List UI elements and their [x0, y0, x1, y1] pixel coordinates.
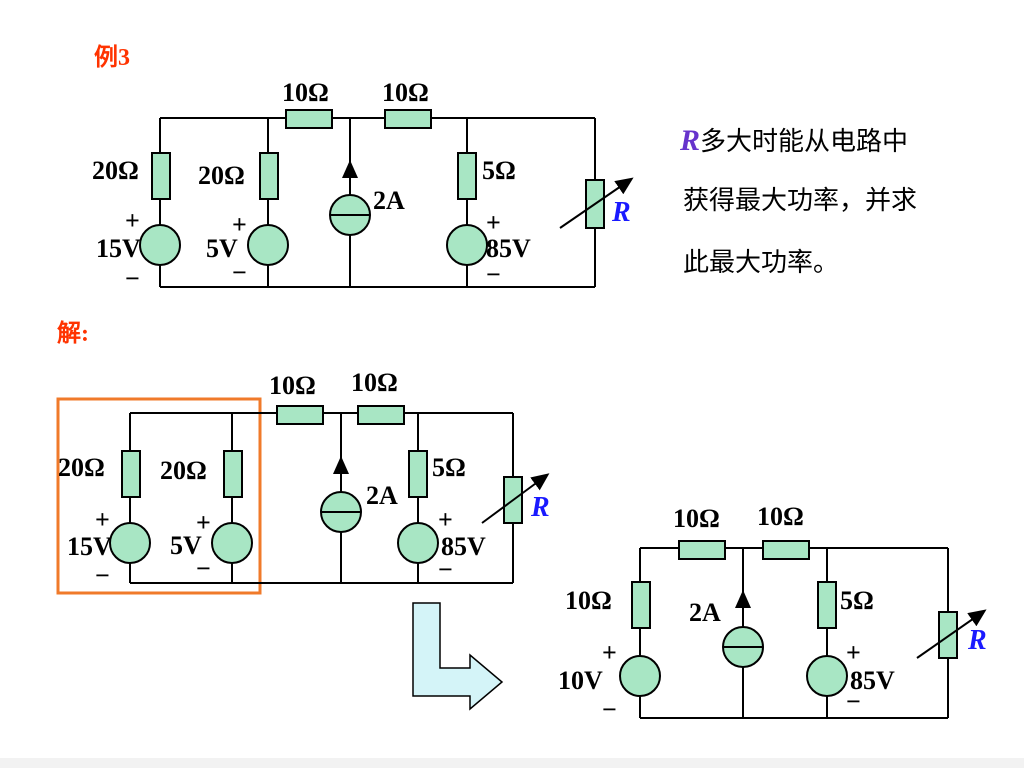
c3-minus-3: − — [846, 687, 861, 716]
c1-plus-3: + — [486, 208, 501, 237]
c2-highlight-box — [56, 397, 262, 595]
c2-minus-3: − — [438, 555, 453, 584]
c2-voltage-source-2 — [211, 522, 253, 564]
c1-resistor-right — [457, 152, 477, 200]
c3-variable-arrow — [916, 609, 987, 659]
c1-minus-3: − — [486, 260, 501, 289]
example-label: 例3 — [94, 45, 130, 71]
c3-resistor-top-2 — [762, 540, 810, 560]
c3-plus-1: + — [602, 638, 617, 667]
c3-minus-1: − — [602, 695, 617, 724]
c3-resistor-right — [817, 581, 837, 629]
c2-label-v2: 5V — [170, 531, 202, 560]
c2-label-r-right: 5Ω — [432, 453, 466, 482]
c1-label-r-left-1: 20Ω — [92, 156, 139, 185]
c2-label-v1: 15V — [67, 532, 112, 561]
c3-label-r-right: 5Ω — [840, 586, 874, 615]
problem-line-2: 获得最大功率，并求 — [683, 186, 918, 216]
c1-resistor-left-1 — [151, 152, 171, 200]
c1-minus-2: − — [232, 258, 247, 287]
c2-label-v3: 85V — [441, 532, 486, 561]
c1-label-r-top-2: 10Ω — [382, 78, 429, 107]
c3-resistor-top-1 — [678, 540, 726, 560]
c3-resistor-left — [631, 581, 651, 629]
c1-plus-1: + — [125, 206, 140, 235]
c1-variable-arrow — [559, 177, 634, 229]
c1-voltage-source-3 — [446, 224, 488, 266]
c3-label-load: R — [968, 625, 987, 656]
c1-label-r-right: 5Ω — [482, 156, 516, 185]
c1-resistor-top-2 — [384, 109, 432, 129]
c3-label-r-left: 10Ω — [565, 586, 612, 615]
c1-label-current: 2A — [373, 186, 405, 215]
c2-resistor-left-2 — [223, 450, 243, 498]
c2-minus-2: − — [196, 554, 211, 583]
problem-line-3: 此最大功率。 — [683, 248, 840, 278]
c2-label-current: 2A — [366, 481, 398, 510]
c3-label-r-top-1: 10Ω — [673, 504, 720, 533]
c2-label-r-left-1: 20Ω — [58, 453, 105, 482]
c1-label-load: R — [612, 197, 631, 228]
c2-label-r-left-2: 20Ω — [160, 456, 207, 485]
problem-symbol: R — [680, 124, 701, 157]
problem-line-1: R多大时能从电路中 — [680, 126, 908, 156]
c1-voltage-source-1 — [139, 224, 181, 266]
transform-arrow — [412, 602, 504, 711]
circuit-3 — [639, 547, 949, 719]
c3-voltage-source-1 — [619, 655, 661, 697]
c3-label-v1: 10V — [558, 666, 603, 695]
c3-label-r-top-2: 10Ω — [757, 502, 804, 531]
c2-label-load: R — [531, 492, 550, 523]
c1-resistor-top-1 — [285, 109, 333, 129]
c2-label-r-top-2: 10Ω — [351, 368, 398, 397]
c1-label-r-left-2: 20Ω — [198, 161, 245, 190]
c3-label-v3: 85V — [850, 666, 895, 695]
c2-voltage-source-1 — [109, 522, 151, 564]
circuit-3-components — [619, 540, 958, 697]
c3-voltage-source-3 — [806, 655, 848, 697]
c2-plus-2: + — [196, 508, 211, 537]
c2-voltage-source-3 — [397, 522, 439, 564]
c1-minus-1: − — [125, 264, 140, 293]
c1-voltage-source-2 — [247, 224, 289, 266]
c2-label-r-top-1: 10Ω — [269, 371, 316, 400]
c2-plus-1: + — [95, 505, 110, 534]
slide-bottom-bar — [0, 758, 1024, 768]
solution-label: 解: — [57, 321, 89, 347]
c1-resistor-left-2 — [259, 152, 279, 200]
circuit-1-components — [139, 109, 605, 266]
problem-text-1: 多大时能从电路中 — [700, 127, 909, 157]
c3-plus-3: + — [846, 638, 861, 667]
c2-plus-3: + — [438, 505, 453, 534]
c2-resistor-top-1 — [276, 405, 324, 425]
c3-load-resistor — [938, 611, 958, 659]
c1-label-v2: 5V — [206, 234, 238, 263]
c1-label-v1: 15V — [96, 234, 141, 263]
c2-minus-1: − — [95, 561, 110, 590]
c1-label-v3: 85V — [486, 234, 531, 263]
c2-resistor-left-1 — [121, 450, 141, 498]
c1-label-r-top-1: 10Ω — [282, 78, 329, 107]
c2-variable-arrow — [481, 473, 550, 524]
c1-plus-2: + — [232, 210, 247, 239]
c3-label-current: 2A — [689, 598, 721, 627]
c2-resistor-top-2 — [357, 405, 405, 425]
c2-resistor-right — [408, 450, 428, 498]
